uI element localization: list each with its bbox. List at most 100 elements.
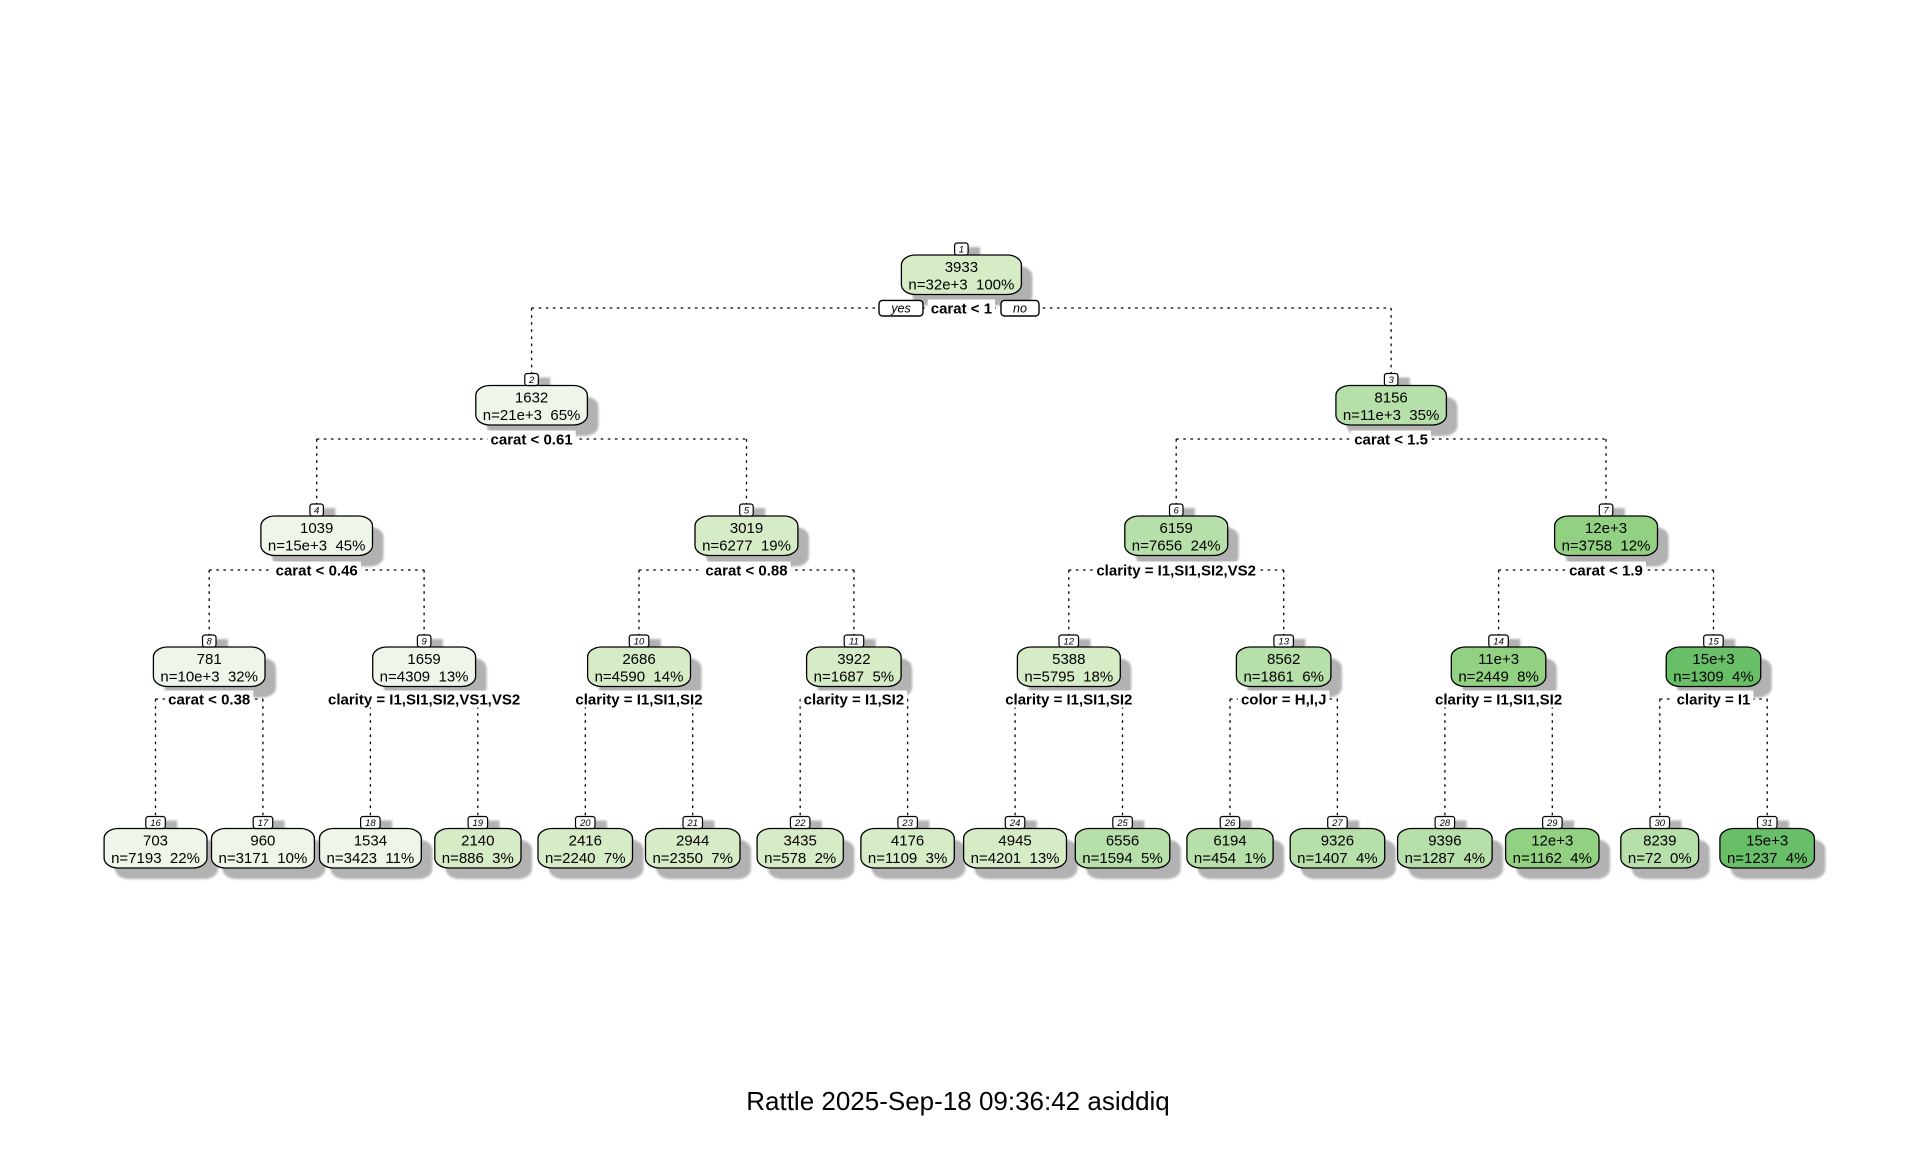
svg-text:clarity = I1,SI1,SI2,VS2: clarity = I1,SI1,SI2,VS2 <box>1096 562 1256 579</box>
svg-text:n=1237 4%: n=1237 4% <box>1727 850 1808 867</box>
svg-text:28: 28 <box>1439 818 1451 829</box>
svg-text:3019: 3019 <box>730 520 763 537</box>
svg-text:1659: 1659 <box>407 651 440 668</box>
svg-text:n=1287 4%: n=1287 4% <box>1405 850 1486 867</box>
svg-text:11: 11 <box>849 636 859 647</box>
svg-text:2140: 2140 <box>461 833 494 850</box>
svg-text:1039: 1039 <box>300 520 333 537</box>
svg-text:3435: 3435 <box>784 833 817 850</box>
svg-text:703: 703 <box>143 833 168 850</box>
svg-text:9396: 9396 <box>1428 833 1461 850</box>
svg-text:19: 19 <box>473 818 484 829</box>
svg-text:carat < 1.9: carat < 1.9 <box>1569 562 1643 579</box>
svg-text:26: 26 <box>1224 818 1236 829</box>
svg-text:8156: 8156 <box>1374 390 1407 407</box>
svg-text:25: 25 <box>1116 818 1128 829</box>
svg-text:15e+3: 15e+3 <box>1746 833 1788 850</box>
svg-text:clarity = I1,SI1,SI2: clarity = I1,SI1,SI2 <box>575 691 702 708</box>
svg-text:Rattle 2025-Sep-18 09:36:42 as: Rattle 2025-Sep-18 09:36:42 asiddiq <box>746 1086 1170 1116</box>
svg-text:n=1109 3%: n=1109 3% <box>868 850 947 867</box>
svg-text:n=1309 4%: n=1309 4% <box>1673 669 1754 686</box>
svg-text:clarity = I1,SI1,SI2: clarity = I1,SI1,SI2 <box>1435 691 1562 708</box>
svg-text:4: 4 <box>314 505 319 516</box>
svg-text:3: 3 <box>1388 375 1394 386</box>
svg-text:n=3171 10%: n=3171 10% <box>218 850 307 867</box>
svg-text:14: 14 <box>1493 636 1504 647</box>
svg-text:29: 29 <box>1546 818 1558 829</box>
svg-text:11e+3: 11e+3 <box>1478 651 1519 668</box>
svg-text:n=886 3%: n=886 3% <box>442 850 514 867</box>
svg-text:clarity = I1,SI2: clarity = I1,SI2 <box>804 691 904 708</box>
svg-text:15e+3: 15e+3 <box>1692 651 1734 668</box>
svg-text:n=1594 5%: n=1594 5% <box>1082 850 1163 867</box>
svg-text:carat < 1.5: carat < 1.5 <box>1354 431 1428 448</box>
svg-text:carat < 0.38: carat < 0.38 <box>168 691 250 708</box>
svg-text:n=1162 4%: n=1162 4% <box>1513 850 1592 867</box>
svg-text:5388: 5388 <box>1052 651 1085 668</box>
svg-text:781: 781 <box>197 651 222 668</box>
svg-text:6159: 6159 <box>1160 520 1193 537</box>
svg-text:n=3423 11%: n=3423 11% <box>327 850 415 867</box>
svg-text:1534: 1534 <box>354 833 387 850</box>
svg-text:12: 12 <box>1064 636 1075 647</box>
svg-text:4945: 4945 <box>998 833 1031 850</box>
svg-text:3922: 3922 <box>837 651 870 668</box>
svg-text:3933: 3933 <box>945 259 978 276</box>
svg-text:8: 8 <box>207 636 213 647</box>
svg-text:n=1687 5%: n=1687 5% <box>814 669 895 686</box>
svg-text:2686: 2686 <box>622 651 655 668</box>
svg-text:15: 15 <box>1708 636 1719 647</box>
svg-text:16: 16 <box>150 818 161 829</box>
svg-text:1: 1 <box>959 244 964 255</box>
svg-text:8239: 8239 <box>1643 833 1676 850</box>
svg-text:n=4590 14%: n=4590 14% <box>595 669 684 686</box>
svg-text:n=5795 18%: n=5795 18% <box>1024 669 1113 686</box>
svg-text:9326: 9326 <box>1321 833 1354 850</box>
svg-text:n=15e+3 45%: n=15e+3 45% <box>268 538 366 555</box>
svg-text:31: 31 <box>1762 818 1773 829</box>
svg-text:carat < 1: carat < 1 <box>931 300 992 317</box>
svg-text:n=7656 24%: n=7656 24% <box>1132 538 1221 555</box>
svg-text:color = H,I,J: color = H,I,J <box>1241 691 1326 708</box>
svg-text:6194: 6194 <box>1213 833 1246 850</box>
svg-text:6556: 6556 <box>1106 833 1139 850</box>
svg-text:clarity = I1,SI1,SI2: clarity = I1,SI1,SI2 <box>1005 691 1132 708</box>
svg-text:n=32e+3 100%: n=32e+3 100% <box>908 277 1014 294</box>
svg-text:n=2350 7%: n=2350 7% <box>652 850 733 867</box>
svg-text:n=1861 6%: n=1861 6% <box>1243 669 1324 686</box>
svg-text:2416: 2416 <box>569 833 602 850</box>
svg-text:1632: 1632 <box>515 390 548 407</box>
svg-text:20: 20 <box>579 818 591 829</box>
svg-text:carat < 0.46: carat < 0.46 <box>276 562 358 579</box>
svg-text:no: no <box>1013 302 1027 316</box>
svg-text:4176: 4176 <box>891 833 924 850</box>
svg-text:9: 9 <box>421 636 427 647</box>
svg-text:n=72 0%: n=72 0% <box>1628 850 1692 867</box>
svg-text:n=6277 19%: n=6277 19% <box>702 538 791 555</box>
svg-text:clarity = I1: clarity = I1 <box>1677 691 1751 708</box>
svg-text:carat < 0.61: carat < 0.61 <box>491 431 573 448</box>
svg-text:30: 30 <box>1655 818 1666 829</box>
svg-text:clarity = I1,SI1,SI2,VS1,VS2: clarity = I1,SI1,SI2,VS1,VS2 <box>328 691 520 708</box>
svg-text:8562: 8562 <box>1267 651 1300 668</box>
svg-text:n=578 2%: n=578 2% <box>764 850 836 867</box>
svg-text:2: 2 <box>528 375 535 386</box>
svg-text:n=4201 13%: n=4201 13% <box>971 850 1060 867</box>
svg-text:n=1407 4%: n=1407 4% <box>1297 850 1378 867</box>
svg-text:22: 22 <box>794 818 806 829</box>
svg-text:24: 24 <box>1009 818 1021 829</box>
svg-text:n=21e+3 65%: n=21e+3 65% <box>483 407 581 424</box>
svg-text:n=454 1%: n=454 1% <box>1194 850 1266 867</box>
svg-text:n=4309 13%: n=4309 13% <box>380 669 469 686</box>
svg-text:n=7193 22%: n=7193 22% <box>111 850 200 867</box>
svg-text:12e+3: 12e+3 <box>1531 833 1573 850</box>
svg-text:n=10e+3 32%: n=10e+3 32% <box>160 669 258 686</box>
svg-text:960: 960 <box>250 833 275 850</box>
svg-text:6: 6 <box>1174 505 1180 516</box>
svg-text:n=11e+3 35%: n=11e+3 35% <box>1343 407 1439 424</box>
svg-text:7: 7 <box>1603 505 1609 516</box>
svg-text:17: 17 <box>258 818 269 829</box>
svg-text:n=2240 7%: n=2240 7% <box>545 850 626 867</box>
svg-text:12e+3: 12e+3 <box>1585 520 1627 537</box>
svg-text:27: 27 <box>1331 818 1343 829</box>
